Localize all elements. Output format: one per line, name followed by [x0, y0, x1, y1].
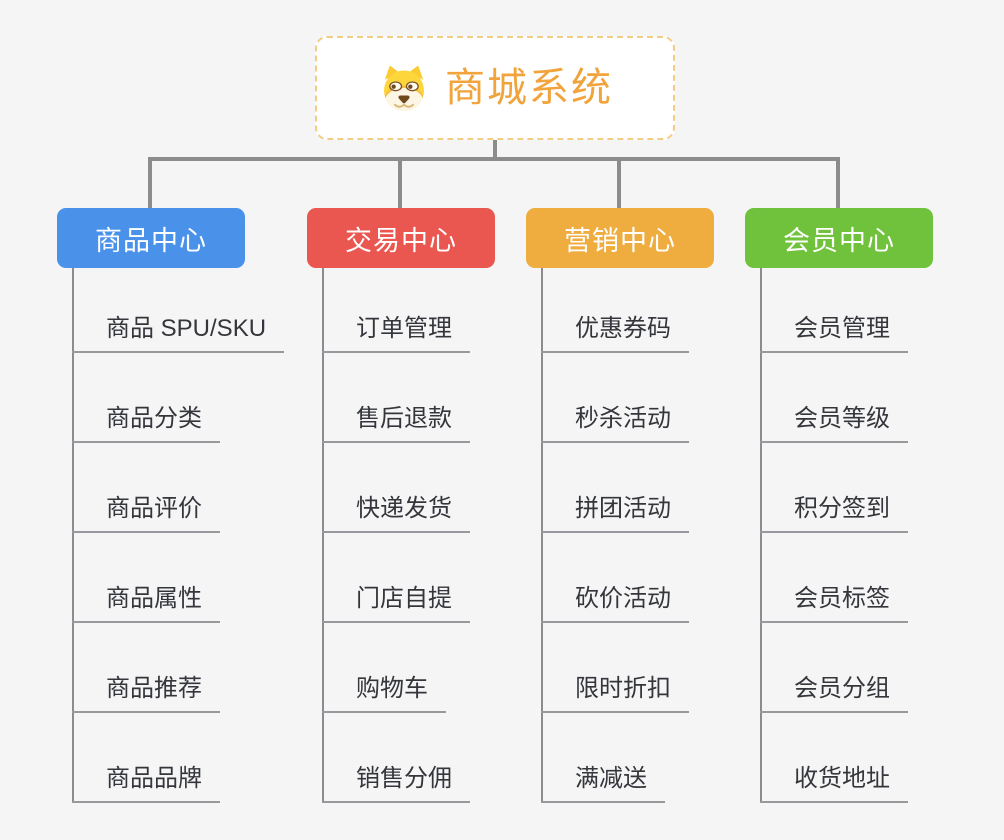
- connector-bus: [148, 157, 840, 161]
- branch-trunk: [72, 268, 74, 803]
- leaf-item[interactable]: 优惠券码: [541, 315, 689, 353]
- leaf-item[interactable]: 会员分组: [760, 675, 908, 713]
- branch-box-member-center[interactable]: 会员中心: [745, 208, 933, 268]
- leaf-row: 收货地址: [760, 713, 908, 803]
- branch-box-marketing-center[interactable]: 营销中心: [526, 208, 714, 268]
- leaf-item[interactable]: 商品评价: [72, 495, 220, 533]
- doge-icon: [384, 65, 424, 111]
- leaf-row: 会员标签: [760, 533, 908, 623]
- connector-root-stem: [493, 140, 497, 159]
- leaf-row: 商品品牌: [72, 713, 284, 803]
- leaf-item[interactable]: 商品分类: [72, 405, 220, 443]
- leaf-row: 会员分组: [760, 623, 908, 713]
- leaf-item[interactable]: 门店自提: [322, 585, 470, 623]
- leaf-row: 商品分类: [72, 353, 284, 443]
- leaf-item[interactable]: 销售分佣: [322, 765, 470, 803]
- branch-product-center: 商品中心 商品 SPU/SKU 商品分类 商品评价 商品属性 商品推荐 商品品牌: [57, 208, 297, 803]
- leaf-item[interactable]: 商品推荐: [72, 675, 220, 713]
- leaf-item[interactable]: 限时折扣: [541, 675, 689, 713]
- branch-trade-center: 交易中心 订单管理 售后退款 快递发货 门店自提 购物车 销售分佣: [307, 208, 547, 803]
- connector-drop: [398, 159, 402, 208]
- leaf-item[interactable]: 满减送: [541, 765, 665, 803]
- branch-member-center: 会员中心 会员管理 会员等级 积分签到 会员标签 会员分组 收货地址: [745, 208, 985, 803]
- connector-drop: [148, 159, 152, 208]
- leaf-item[interactable]: 商品属性: [72, 585, 220, 623]
- leaf-item[interactable]: 拼团活动: [541, 495, 689, 533]
- leaf-row: 拼团活动: [541, 443, 689, 533]
- leaf-row: 购物车: [322, 623, 470, 713]
- branch-leaves: 订单管理 售后退款 快递发货 门店自提 购物车 销售分佣: [322, 263, 470, 803]
- branch-leaves: 会员管理 会员等级 积分签到 会员标签 会员分组 收货地址: [760, 263, 908, 803]
- branch-trunk: [541, 268, 543, 803]
- branch-trunk: [760, 268, 762, 803]
- leaf-item[interactable]: 会员标签: [760, 585, 908, 623]
- root-node[interactable]: 商城系统: [315, 36, 675, 140]
- leaf-row: 会员管理: [760, 263, 908, 353]
- leaf-item[interactable]: 商品品牌: [72, 765, 220, 803]
- leaf-row: 销售分佣: [322, 713, 470, 803]
- leaf-row: 限时折扣: [541, 623, 689, 713]
- branch-trunk: [322, 268, 324, 803]
- connector-drop: [836, 159, 840, 208]
- root-title: 商城系统: [445, 66, 613, 110]
- leaf-row: 售后退款: [322, 353, 470, 443]
- leaf-item[interactable]: 会员管理: [760, 315, 908, 353]
- leaf-item[interactable]: 秒杀活动: [541, 405, 689, 443]
- leaf-row: 订单管理: [322, 263, 470, 353]
- leaf-row: 门店自提: [322, 533, 470, 623]
- leaf-item[interactable]: 收货地址: [760, 765, 908, 803]
- leaf-row: 会员等级: [760, 353, 908, 443]
- leaf-row: 满减送: [541, 713, 689, 803]
- leaf-item[interactable]: 砍价活动: [541, 585, 689, 623]
- leaf-item[interactable]: 快递发货: [322, 495, 470, 533]
- leaf-row: 砍价活动: [541, 533, 689, 623]
- branch-leaves: 优惠券码 秒杀活动 拼团活动 砍价活动 限时折扣 满减送: [541, 263, 689, 803]
- leaf-row: 商品 SPU/SKU: [72, 263, 285, 353]
- leaf-item[interactable]: 商品 SPU/SKU: [72, 315, 285, 353]
- leaf-row: 快递发货: [322, 443, 470, 533]
- leaf-row: 商品推荐: [72, 623, 284, 713]
- connector-drop: [617, 159, 621, 208]
- leaf-item[interactable]: 积分签到: [760, 495, 908, 533]
- leaf-item[interactable]: 会员等级: [760, 405, 908, 443]
- branch-box-product-center[interactable]: 商品中心: [57, 208, 245, 268]
- leaf-row: 商品属性: [72, 533, 284, 623]
- leaf-row: 积分签到: [760, 443, 908, 533]
- branch-leaves: 商品 SPU/SKU 商品分类 商品评价 商品属性 商品推荐 商品品牌: [72, 263, 285, 803]
- leaf-row: 优惠券码: [541, 263, 689, 353]
- leaf-row: 商品评价: [72, 443, 284, 533]
- leaf-item[interactable]: 购物车: [322, 675, 446, 713]
- leaf-row: 秒杀活动: [541, 353, 689, 443]
- leaf-item[interactable]: 订单管理: [322, 315, 470, 353]
- branch-box-trade-center[interactable]: 交易中心: [307, 208, 495, 268]
- leaf-item[interactable]: 售后退款: [322, 405, 470, 443]
- branch-marketing-center: 营销中心 优惠券码 秒杀活动 拼团活动 砍价活动 限时折扣 满减送: [526, 208, 766, 803]
